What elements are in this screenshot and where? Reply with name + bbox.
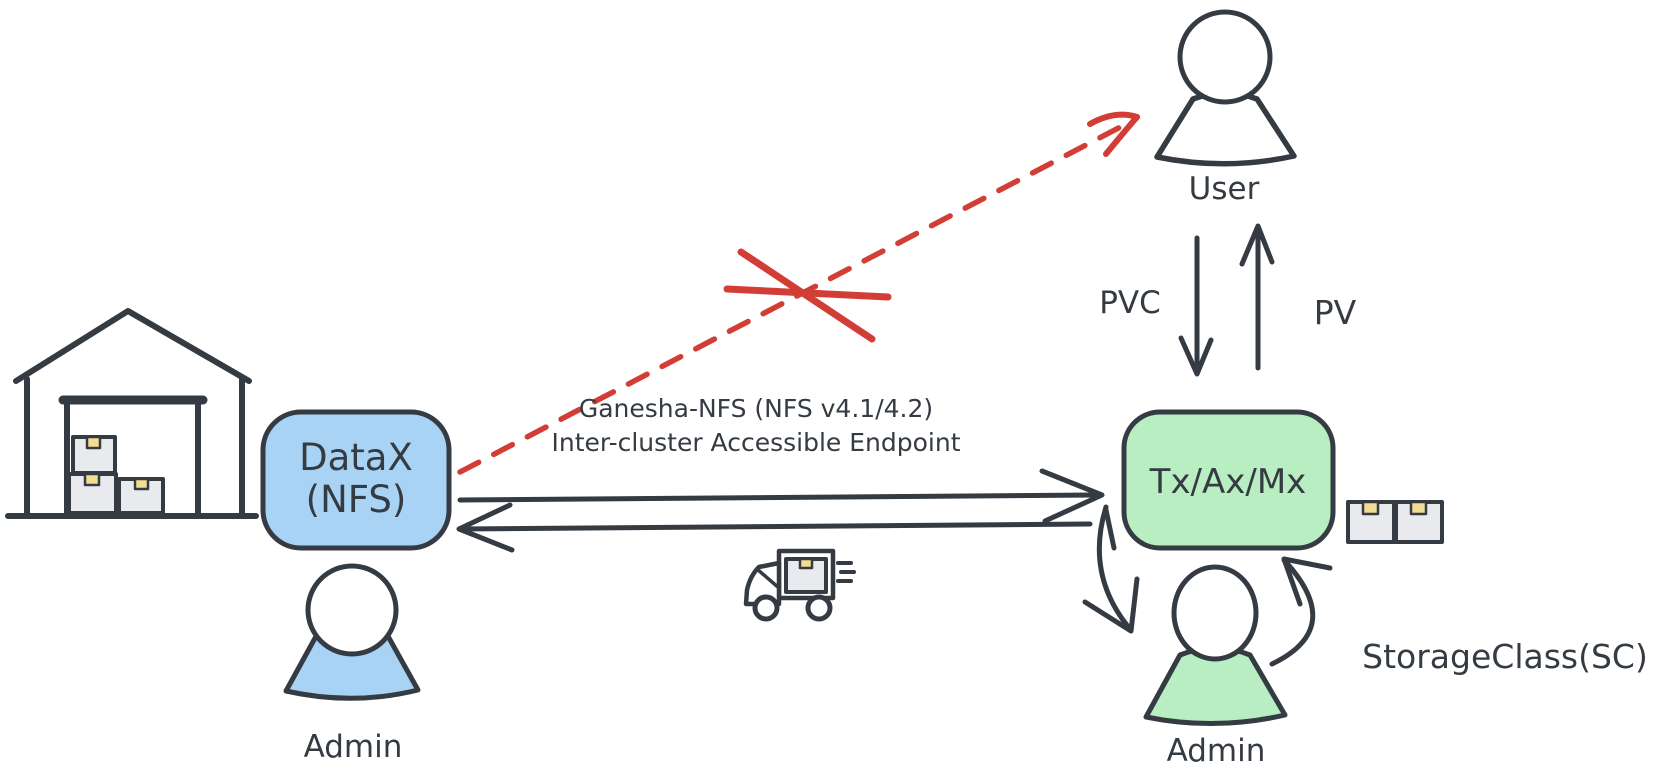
admin-left-head bbox=[305, 563, 399, 657]
pv-arrowhead bbox=[1239, 223, 1275, 267]
truck-icon bbox=[743, 548, 856, 622]
endpoint-arrow-right-overshoot bbox=[1103, 507, 1117, 551]
warehouse-roof bbox=[13, 308, 252, 384]
output-cartons bbox=[1346, 500, 1444, 544]
datax-node bbox=[260, 409, 452, 551]
endpoint-arrow-right bbox=[457, 468, 1117, 551]
node-to-admin-head bbox=[1082, 576, 1140, 634]
endpoint-arrow-right-head bbox=[1039, 468, 1105, 524]
endpoint-label-line2: Inter-cluster Accessible Endpoint bbox=[551, 428, 960, 457]
arrowhead-stroke bbox=[1087, 111, 1140, 127]
carton-tape-icon bbox=[133, 477, 150, 491]
admin-right-figure bbox=[1143, 564, 1288, 726]
storage-class-label: StorageClass(SC) bbox=[1362, 637, 1648, 676]
endpoint-label-line1: Ganesha-NFS (NFS v4.1/4.2) bbox=[579, 394, 933, 423]
admin-right-head bbox=[1171, 564, 1259, 662]
blocked-dashed-arrow bbox=[457, 119, 1133, 475]
warehouse-cartons bbox=[67, 435, 165, 515]
node-to-admin-shaft bbox=[1096, 504, 1133, 632]
user-label: User bbox=[1189, 171, 1260, 207]
endpoint-arrow-left bbox=[456, 502, 1093, 553]
carton-tape-icon bbox=[1409, 500, 1428, 516]
truck-wheel-icon bbox=[805, 594, 833, 622]
admin-to-node-arrow bbox=[1269, 556, 1333, 667]
carton-tape-icon bbox=[85, 435, 102, 450]
text-layer: DataX (NFS) Admin User PVC PV Ganesha-NF… bbox=[299, 171, 1648, 769]
endpoint-arrow-left-shaft bbox=[458, 521, 1093, 532]
user-figure bbox=[1154, 9, 1297, 167]
pvc-arrow bbox=[1178, 235, 1214, 377]
admin-to-node-shaft bbox=[1269, 557, 1316, 667]
cross-stroke bbox=[723, 285, 892, 301]
endpoint-arrow-right-shaft bbox=[457, 492, 1097, 503]
truck-wheel-icon bbox=[752, 594, 780, 622]
pvc-label: PVC bbox=[1099, 285, 1161, 321]
datax-label-line1: DataX bbox=[299, 436, 413, 479]
admin-left-figure bbox=[283, 563, 421, 701]
admin-right-label: Admin bbox=[1167, 733, 1266, 769]
node-to-admin-arrow bbox=[1082, 504, 1140, 634]
truck-speed-lines bbox=[836, 561, 856, 583]
admin-left-label: Admin bbox=[304, 729, 403, 765]
truck-package-tape bbox=[798, 557, 814, 570]
red-layer bbox=[457, 111, 1140, 475]
carton-tape-icon bbox=[1361, 500, 1380, 516]
user-head bbox=[1177, 9, 1273, 105]
warehouse-icon bbox=[5, 308, 259, 519]
blocked-dashed-arrowhead bbox=[1087, 111, 1140, 157]
arrowhead-stroke bbox=[1103, 114, 1140, 157]
datax-label-line2: (NFS) bbox=[306, 478, 407, 521]
pv-label: PV bbox=[1314, 293, 1357, 332]
truck-cab-window-line bbox=[755, 567, 781, 590]
endpoint-arrow-left-head bbox=[456, 502, 515, 553]
pvc-arrowhead bbox=[1178, 335, 1214, 377]
txaxmx-label: Tx/Ax/Mx bbox=[1149, 462, 1307, 502]
red-cross-icon bbox=[723, 248, 892, 343]
carton-tape-icon bbox=[83, 472, 101, 487]
ink-layer bbox=[5, 9, 1444, 726]
admin-to-node-head bbox=[1281, 556, 1333, 607]
pv-arrow bbox=[1239, 223, 1275, 371]
txaxmx-node bbox=[1121, 409, 1336, 551]
